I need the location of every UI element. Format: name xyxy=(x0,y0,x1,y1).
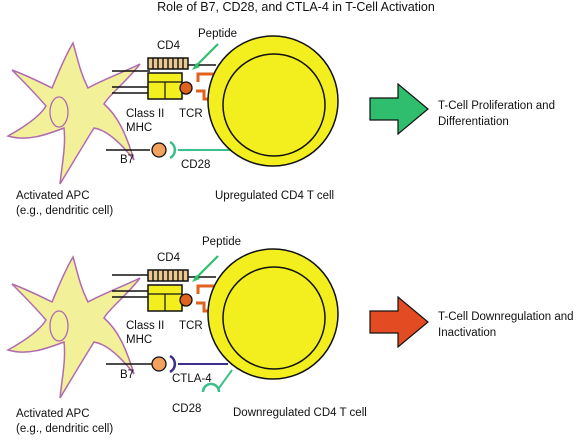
class-ii-label: Class II xyxy=(126,108,164,120)
apc-dendritic-cell xyxy=(6,41,141,185)
tcell-label: Upregulated CD4 T cell xyxy=(215,190,334,202)
ctla4-receptor xyxy=(169,354,177,374)
cd28-label: CD28 xyxy=(181,159,210,171)
diagram-title: Role of B7, CD28, and CTLA-4 in T-Cell A… xyxy=(157,0,435,14)
cd28-stalk xyxy=(218,369,233,389)
outcome-arrow xyxy=(369,82,429,136)
apc-sublabel: (e.g., dendritic cell) xyxy=(16,423,113,435)
class-ii-label: Class II xyxy=(126,320,164,332)
t-cell-nucleus xyxy=(222,53,326,157)
cd28-label: CD28 xyxy=(172,403,201,415)
cd28-receptor xyxy=(169,140,177,160)
cd4-label: CD4 xyxy=(157,252,181,264)
b7-molecule xyxy=(151,142,167,158)
peptide-label: Peptide xyxy=(202,236,241,248)
apc-dendritic-cell xyxy=(6,255,141,399)
panel-activation: CD4 Peptide Class II MHC TCR B7 CD28 Act… xyxy=(6,28,555,217)
tcr-label: TCR xyxy=(179,320,203,332)
apc-label: Activated APC xyxy=(16,408,90,420)
apc-label: Activated APC xyxy=(16,190,90,202)
apc-sublabel: (e.g., dendritic cell) xyxy=(16,205,113,217)
t-cell-nucleus xyxy=(222,266,326,370)
b7-label: B7 xyxy=(120,369,134,381)
b7-molecule xyxy=(151,356,167,372)
peptide xyxy=(179,293,193,307)
peptide-pointer-arrow xyxy=(192,43,219,70)
outcome-label-line1: T-Cell Proliferation and xyxy=(438,100,555,112)
cd4-label: CD4 xyxy=(157,40,181,52)
t-cell xyxy=(207,248,339,380)
cd28-receptor-unbound xyxy=(201,382,221,393)
tcr-label: TCR xyxy=(179,108,203,120)
mhc-label: MHC xyxy=(126,334,152,346)
ctla4-label: CTLA-4 xyxy=(172,373,212,385)
apc-nucleus xyxy=(49,96,69,128)
peptide-label: Peptide xyxy=(198,28,237,40)
cd4-stripes xyxy=(152,270,184,281)
outcome-label-line2: Differentiation xyxy=(438,116,509,128)
b7-label: B7 xyxy=(120,154,134,166)
apc-nucleus xyxy=(49,310,69,342)
outcome-arrow xyxy=(369,295,429,349)
outcome-label-line2: Inactivation xyxy=(438,327,496,339)
mhc-label: MHC xyxy=(126,122,152,134)
panel-inhibition: CD4 Peptide Class II MHC TCR B7 CTLA-4 C… xyxy=(6,236,574,435)
peptide-pointer-arrow xyxy=(192,255,219,282)
outcome-label-line1: T-Cell Downregulation and xyxy=(438,311,574,323)
cd4-stripes xyxy=(152,58,184,69)
peptide xyxy=(179,81,193,95)
t-cell xyxy=(207,35,339,167)
tcell-label: Downregulated CD4 T cell xyxy=(233,407,367,419)
